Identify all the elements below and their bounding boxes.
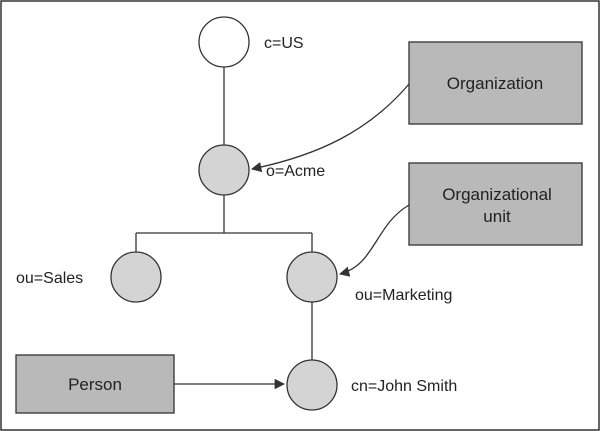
node-label-cn-john-smith: cn=John Smith — [351, 378, 457, 395]
arrow-org-unit-to-marketing — [338, 204, 410, 277]
node-c-us — [198, 16, 250, 68]
node-label-ou-sales: ou=Sales — [16, 270, 83, 287]
box-organizational-unit — [408, 162, 583, 246]
node-ou-marketing — [286, 251, 338, 303]
node-o-acme — [198, 144, 250, 196]
node-label-ou-marketing: ou=Marketing — [355, 287, 452, 304]
box-label-organizational-unit-line1: Organizational — [442, 185, 552, 204]
node-label-c-us: c=US — [264, 35, 304, 52]
node-cn-john-smith — [286, 359, 338, 411]
arrow-organization-to-acme — [250, 83, 410, 173]
box-label-organization: Organization — [447, 74, 543, 93]
box-organization — [408, 41, 583, 125]
box-label-organizational-unit-line2: unit — [483, 207, 511, 226]
box-label-person: Person — [68, 375, 122, 394]
node-label-o-acme: o=Acme — [266, 163, 325, 180]
node-ou-sales — [110, 251, 162, 303]
